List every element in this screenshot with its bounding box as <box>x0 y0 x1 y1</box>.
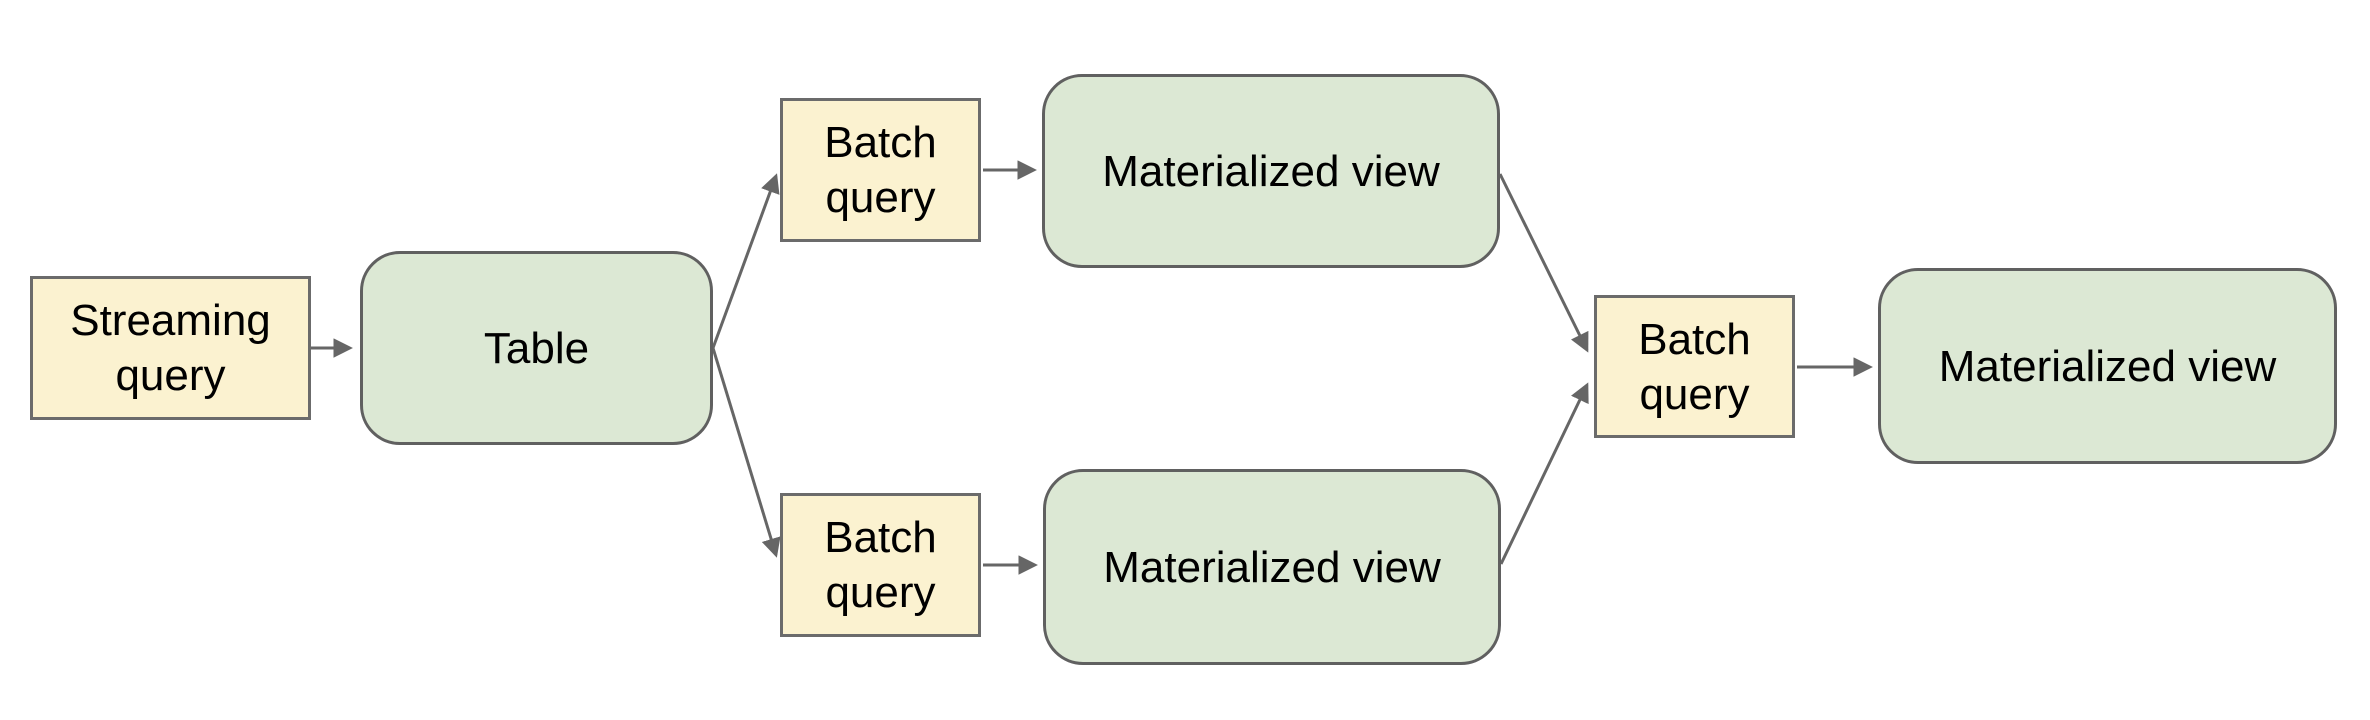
node-materialized-view-bottom: Materialized view <box>1043 469 1501 665</box>
node-label: Batch query <box>824 513 937 617</box>
node-label: Materialized view <box>1103 542 1441 592</box>
node-label: Batch query <box>1638 314 1751 419</box>
edge-materialized-view-top-to-batch-query-middle <box>1498 173 1589 353</box>
node-materialized-view-top: Materialized view <box>1042 74 1500 268</box>
node-label: Streaming query <box>70 296 271 400</box>
node-materialized-view-right: Materialized view <box>1878 268 2337 464</box>
node-batch-query-top: Batch query <box>780 98 981 242</box>
node-label: Materialized view <box>1938 341 2277 391</box>
node-label: Table <box>483 323 590 373</box>
edge-table-to-batch-query-bottom <box>711 347 781 558</box>
edge-materialized-view-bottom-to-batch-query-middle <box>1499 382 1589 565</box>
node-batch-query-bottom: Batch query <box>780 493 981 637</box>
node-label: Batch query <box>824 118 937 222</box>
edge-table-to-batch-query-top <box>711 173 780 349</box>
node-batch-query-middle: Batch query <box>1594 295 1795 438</box>
node-label: Materialized view <box>1102 146 1440 196</box>
node-streaming-query: Streaming query <box>30 276 311 420</box>
node-table: Table <box>360 251 713 445</box>
